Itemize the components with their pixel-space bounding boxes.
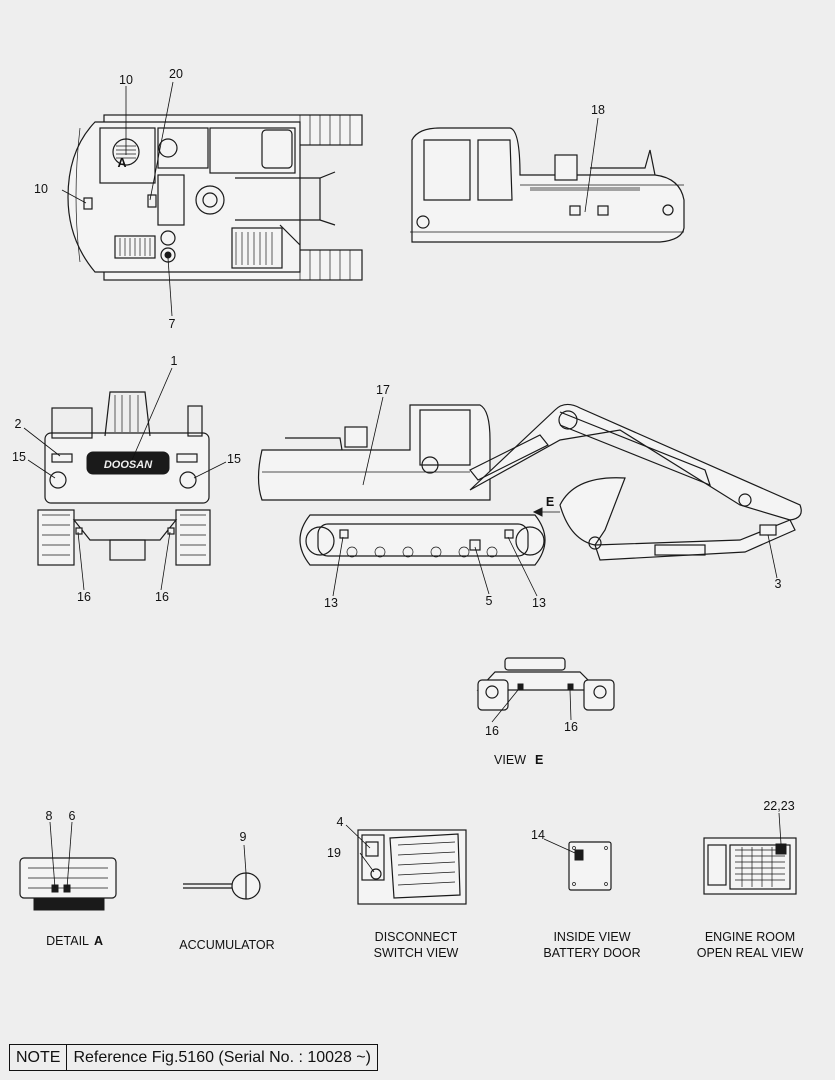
callout: 3: [775, 577, 782, 591]
callout: 19: [327, 846, 341, 860]
callout: 1: [171, 354, 178, 368]
view-e-marker: E: [535, 753, 543, 767]
engine-room-view: 22,23 ENGINE ROOM OPEN REAL VIEW: [697, 799, 804, 960]
note-label: NOTE: [16, 1049, 61, 1066]
callout: 10: [119, 73, 133, 87]
accumulator: 9 ACCUMULATOR: [179, 830, 274, 952]
callout: 18: [591, 103, 605, 117]
callout: 17: [376, 383, 390, 397]
callout: 9: [240, 830, 247, 844]
callout: 4: [337, 815, 344, 829]
accumulator-caption: ACCUMULATOR: [179, 938, 274, 952]
callout: 2: [15, 417, 22, 431]
disconnect-caption-line1: DISCONNECT: [375, 930, 458, 944]
callout: 22,23: [763, 799, 794, 813]
battery-door-caption-line1: INSIDE VIEW: [553, 930, 630, 944]
callout: 15: [12, 450, 26, 464]
battery-door-caption-line2: BATTERY DOOR: [543, 946, 640, 960]
callout: 16: [77, 590, 91, 604]
callout: 13: [324, 596, 338, 610]
callout: 16: [564, 720, 578, 734]
detail-marker: A: [117, 156, 126, 170]
detail-a-marker: A: [94, 934, 103, 948]
callout: 16: [485, 724, 499, 738]
callout: 20: [169, 67, 183, 81]
view-e: 16 16 VIEW E: [476, 657, 615, 767]
note-box: NOTE Reference Fig.5160 (Serial No. : 10…: [9, 1044, 378, 1071]
side-cab-view: 18: [410, 103, 685, 243]
detail-a-caption: DETAIL: [46, 934, 89, 948]
callout: 7: [169, 317, 176, 331]
battery-door-view: 14 INSIDE VIEW BATTERY DOOR: [531, 828, 641, 960]
engine-room-caption-line1: ENGINE ROOM: [705, 930, 795, 944]
callout: 13: [532, 596, 546, 610]
note-text: Reference Fig.5160 (Serial No. : 10028 ~…: [66, 1045, 377, 1070]
brand-logo: DOOSAN: [104, 459, 153, 471]
disconnect-caption-line2: SWITCH VIEW: [374, 946, 459, 960]
callout: 15: [227, 452, 241, 466]
disconnect-switch-view: 4 19 DISCONNECT SWITCH VIEW: [327, 815, 467, 960]
engine-room-caption-line2: OPEN REAL VIEW: [697, 946, 804, 960]
view-e-caption: VIEW: [494, 753, 526, 767]
callout: 14: [531, 828, 545, 842]
top-view: 10 20 10 7 A: [34, 67, 363, 331]
rear-view: DOOSAN 1 2 15 15 16 16: [12, 354, 241, 604]
detail-a: 8 6 DETAIL A: [19, 809, 117, 948]
callout: 5: [486, 594, 493, 608]
callout: 16: [155, 590, 169, 604]
callout: 10: [34, 182, 48, 196]
side-full-view: E 17 13 5 13 3: [257, 383, 802, 610]
callout: 6: [69, 809, 76, 823]
view-marker: E: [546, 495, 554, 509]
callout: 8: [46, 809, 53, 823]
